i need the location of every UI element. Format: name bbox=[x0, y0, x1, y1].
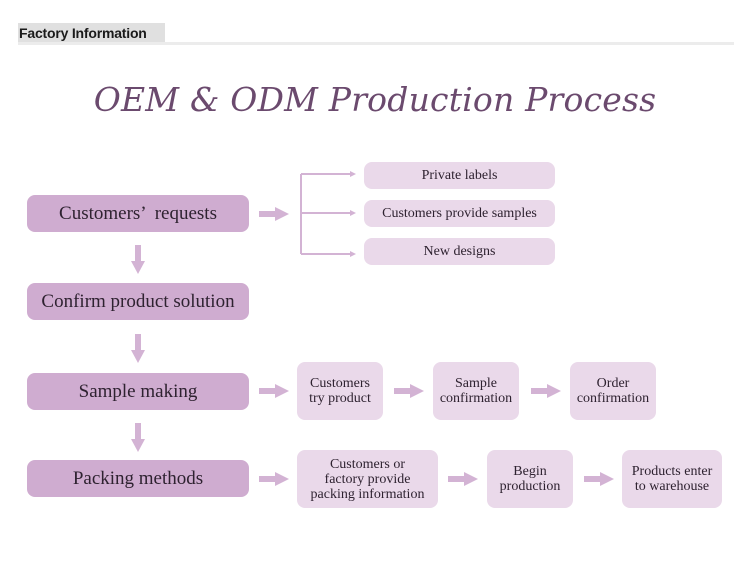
step-line: Sample bbox=[455, 376, 497, 391]
step-customers-requests: Customers’ requests bbox=[27, 195, 249, 232]
step-label: Sample making bbox=[78, 380, 198, 402]
step-confirm-product-solution: Confirm product solution bbox=[27, 283, 249, 320]
step-line: Begin bbox=[513, 464, 547, 479]
arrow-right-icon bbox=[448, 472, 478, 486]
arrow-down-icon bbox=[131, 245, 145, 275]
step-label: Customers’ requests bbox=[59, 202, 217, 224]
step-line: confirmation bbox=[439, 391, 513, 406]
page-title: OEM & ODM Production Process bbox=[93, 80, 657, 119]
step-packing-methods: Packing methods bbox=[27, 460, 249, 497]
step-line: confirmation bbox=[576, 391, 650, 406]
arrow-down-icon bbox=[131, 334, 145, 364]
arrow-right-icon bbox=[531, 384, 561, 398]
step-line: Customers or bbox=[329, 456, 406, 472]
step-line: factory provide bbox=[324, 471, 411, 487]
arrow-right-icon bbox=[259, 207, 289, 221]
step-label: Confirm product solution bbox=[41, 290, 235, 312]
option-new-designs: New designs bbox=[364, 238, 555, 265]
arrow-right-icon bbox=[259, 472, 289, 486]
arrow-right-icon bbox=[584, 472, 614, 486]
step-line: Customers bbox=[310, 376, 370, 391]
step-line: to warehouse bbox=[634, 479, 710, 494]
option-label: New designs bbox=[423, 244, 496, 259]
option-label: Private labels bbox=[421, 168, 498, 183]
step-label: Packing methods bbox=[72, 467, 204, 489]
step-line: packing information bbox=[310, 486, 425, 502]
step-line: Products enter bbox=[631, 464, 713, 479]
arrow-right-icon bbox=[259, 384, 289, 398]
section-header: Factory Information bbox=[18, 23, 165, 44]
option-customers-provide-samples: Customers provide samples bbox=[364, 200, 555, 227]
branch-connector-icon bbox=[300, 171, 356, 257]
step-line: try product bbox=[309, 391, 371, 406]
step-sample-making: Sample making bbox=[27, 373, 249, 410]
arrow-right-icon bbox=[394, 384, 424, 398]
option-label: Customers provide samples bbox=[382, 206, 537, 221]
step-line: production bbox=[499, 479, 561, 494]
step-line: Order bbox=[596, 376, 630, 391]
option-private-labels: Private labels bbox=[364, 162, 555, 189]
header-divider bbox=[18, 42, 734, 45]
arrow-down-icon bbox=[131, 423, 145, 453]
